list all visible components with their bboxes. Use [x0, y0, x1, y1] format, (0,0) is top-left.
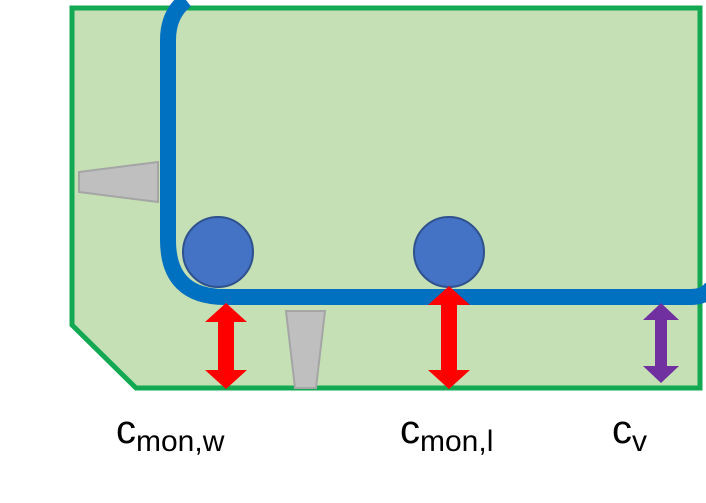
label-c-mon-w-sub: mon,w [136, 425, 225, 458]
arrow-c-mon-l [428, 286, 470, 389]
label-c-mon-l-sub: mon,l [420, 425, 494, 458]
web-belt-path [160, 0, 706, 305]
roller-right [413, 216, 485, 288]
label-c-mon-w: cmon,w [116, 408, 224, 457]
bottom-nozzle [284, 310, 327, 389]
roller-left [182, 216, 254, 288]
label-c-v-main: c [612, 408, 632, 452]
arrow-c-mon-w [205, 303, 247, 389]
label-c-mon-l-main: c [400, 408, 420, 452]
label-c-v-sub: v [632, 425, 647, 458]
label-c-v: cv [612, 408, 647, 457]
label-c-mon-w-main: c [116, 408, 136, 452]
label-c-mon-l: cmon,l [400, 408, 493, 457]
arrow-c-v [643, 303, 679, 383]
side-nozzle [78, 160, 159, 204]
